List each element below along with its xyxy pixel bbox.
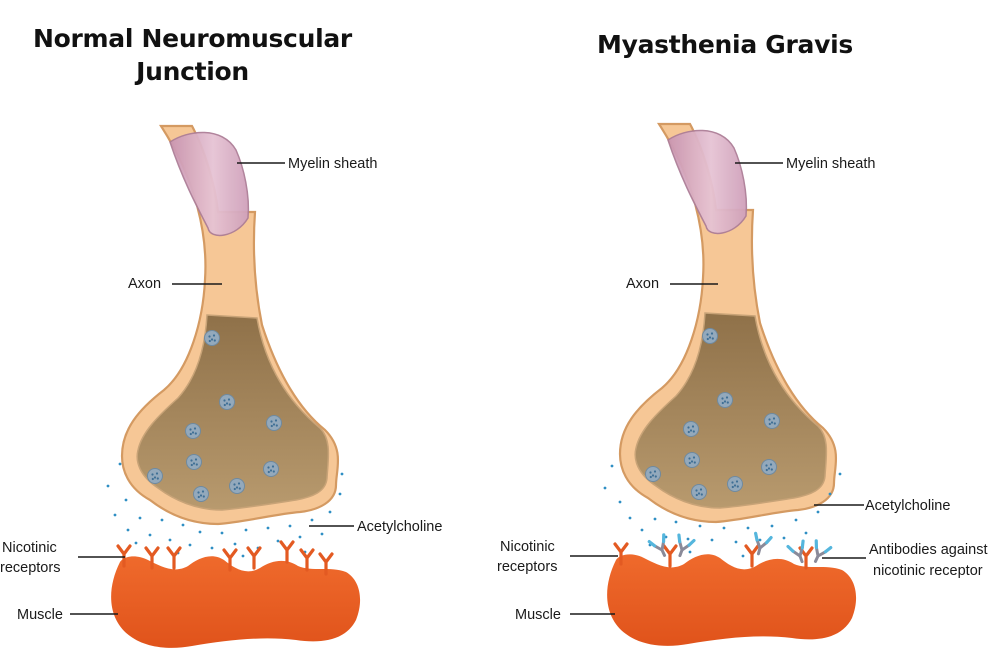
antibodies-myasthenia xyxy=(647,531,833,567)
label-axon-normal: Axon xyxy=(128,276,161,292)
label-myelin-sheath-normal: Myelin sheath xyxy=(288,156,377,172)
panel-normal: Myelin sheath Axon Acetylcholine Nicotin… xyxy=(0,126,442,648)
muscle-myasthenia xyxy=(607,554,857,646)
panel-title-myasthenia: Myasthenia Gravis xyxy=(597,30,853,59)
motor-neuron-myasthenia xyxy=(620,124,836,522)
label-antibodies-myasthenia-1: Antibodies against xyxy=(869,542,988,558)
label-nicotinic-myasthenia-2: receptors xyxy=(497,559,557,575)
label-nicotinic-normal-2: receptors xyxy=(0,560,60,576)
label-muscle-myasthenia: Muscle xyxy=(515,607,561,623)
panel-title-normal: Normal Neuromuscular Junction xyxy=(33,24,352,86)
panel-myasthenia: Myelin sheath Axon Acetylcholine Nicotin… xyxy=(497,124,988,646)
label-nicotinic-normal-1: Nicotinic xyxy=(2,540,57,556)
label-myelin-sheath-myasthenia: Myelin sheath xyxy=(786,156,875,172)
label-nicotinic-myasthenia-1: Nicotinic xyxy=(500,539,555,555)
label-acetylcholine-normal: Acetylcholine xyxy=(357,519,442,535)
label-muscle-normal: Muscle xyxy=(17,607,63,623)
label-acetylcholine-myasthenia: Acetylcholine xyxy=(865,498,950,514)
label-antibodies-myasthenia-2: nicotinic receptor xyxy=(873,563,983,579)
muscle-normal xyxy=(111,556,361,648)
acetylcholine-dots-normal xyxy=(106,462,344,558)
label-axon-myasthenia: Axon xyxy=(626,276,659,292)
motor-neuron-normal xyxy=(122,126,338,524)
